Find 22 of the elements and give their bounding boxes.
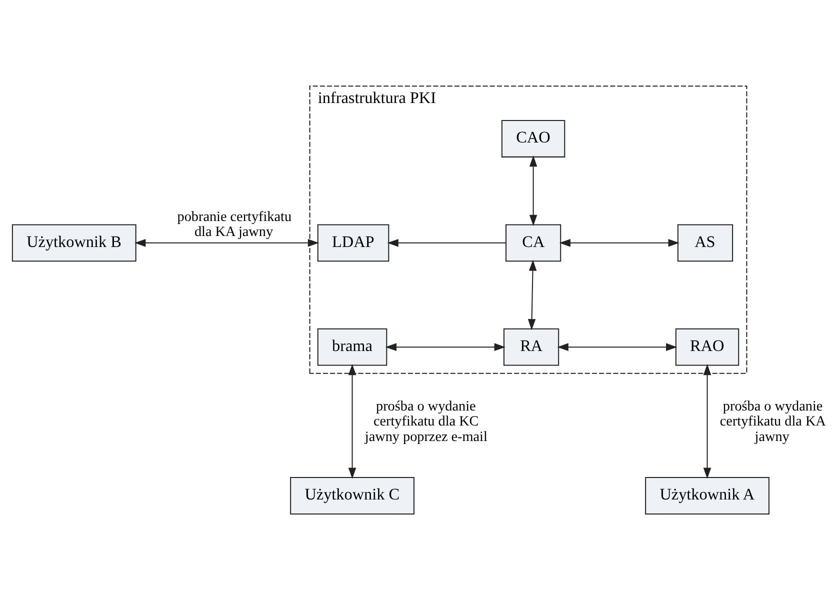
node-box: brama (317, 328, 388, 366)
node-box: CAO (501, 120, 566, 158)
edge-label: prośba o wydanie certyfikatu dla KC jawny poprzez e-mail (364, 398, 488, 445)
arrow (557, 343, 678, 351)
node-box: CA (505, 224, 562, 262)
arrow (559, 239, 680, 247)
node-box: Użytkownik B (12, 224, 136, 262)
arrow (134, 239, 320, 247)
arrow (528, 260, 537, 330)
node-box: RA (503, 328, 560, 366)
arrow (385, 343, 506, 351)
node-box: LDAP (317, 224, 390, 262)
node-box: RAO (675, 328, 740, 366)
edge-label: pobranie certyfikatu dla KA jawny (177, 208, 292, 240)
arrow (529, 156, 538, 226)
node-box: Użytkownik A (645, 477, 770, 514)
arrow (387, 239, 506, 247)
arrow (703, 364, 712, 479)
arrow (348, 364, 356, 479)
edge-label: prośba o wydanie certyfikatu dla KA jawny (720, 398, 826, 445)
node-box: Użytkownik C (290, 477, 414, 514)
node-box: AS (677, 224, 734, 262)
